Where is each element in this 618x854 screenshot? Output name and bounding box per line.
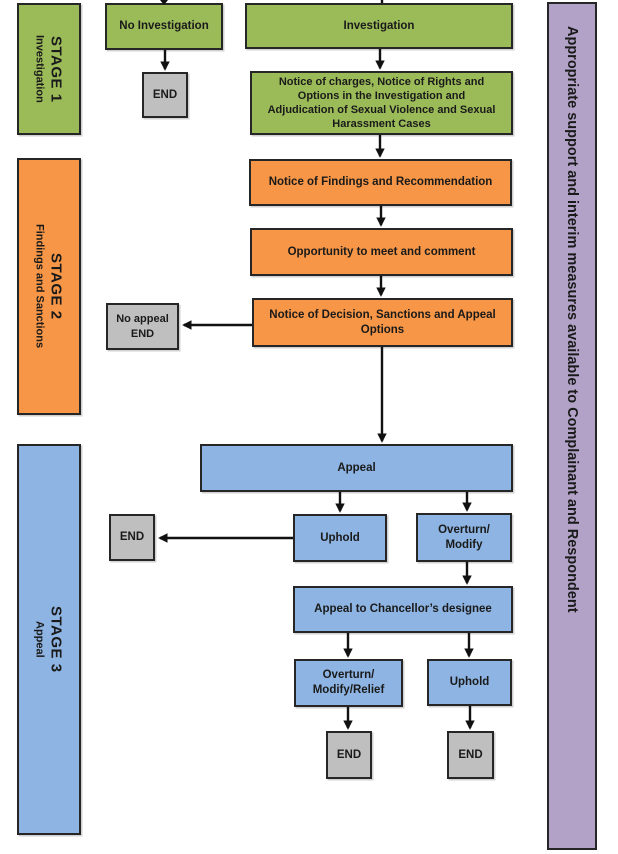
node-uphold-bottom: Uphold bbox=[427, 659, 512, 706]
support-note-bar: Appropriate support and interim measures… bbox=[547, 2, 597, 850]
node-notice-of-decision: Notice of Decision, Sanctions and Appeal… bbox=[252, 298, 513, 347]
node-end-top: END bbox=[142, 72, 188, 118]
node-overturn-modify: Overturn/ Modify bbox=[416, 513, 512, 562]
node-appeal-to-chancellor: Appeal to Chancellor’s designee bbox=[293, 586, 513, 633]
node-end-bottom-right: END bbox=[447, 731, 494, 779]
support-note-text: Appropriate support and interim measures… bbox=[564, 26, 580, 613]
stage1-bar: STAGE 1 Investigation bbox=[17, 3, 81, 135]
node-overturn-modify-relief: Overturn/ Modify/Relief bbox=[294, 659, 403, 707]
stage2-bar: STAGE 2 Findings and Sanctions bbox=[17, 158, 81, 415]
stage3-subtitle: Appeal bbox=[33, 621, 46, 658]
stage3-bar: STAGE 3 Appeal bbox=[17, 444, 81, 835]
node-no-appeal-end: No appeal END bbox=[106, 303, 179, 350]
node-uphold-mid: Uphold bbox=[293, 514, 387, 562]
stage1-title: STAGE 1 bbox=[47, 35, 65, 103]
stage2-title: STAGE 2 bbox=[47, 253, 65, 320]
node-appeal: Appeal bbox=[200, 444, 513, 492]
stage3-title: STAGE 3 bbox=[47, 606, 65, 673]
node-notice-of-charges: Notice of charges, Notice of Rights and … bbox=[250, 71, 513, 135]
node-end-mid: END bbox=[109, 514, 155, 561]
stage1-subtitle: Investigation bbox=[33, 35, 46, 103]
node-opportunity-to-meet: Opportunity to meet and comment bbox=[250, 228, 513, 276]
node-end-bottom-left: END bbox=[326, 731, 372, 779]
node-investigation: Investigation bbox=[245, 3, 513, 49]
node-notice-of-findings: Notice of Findings and Recommendation bbox=[249, 159, 512, 206]
stage2-subtitle: Findings and Sanctions bbox=[33, 224, 46, 349]
node-no-investigation: No Investigation bbox=[105, 3, 223, 50]
